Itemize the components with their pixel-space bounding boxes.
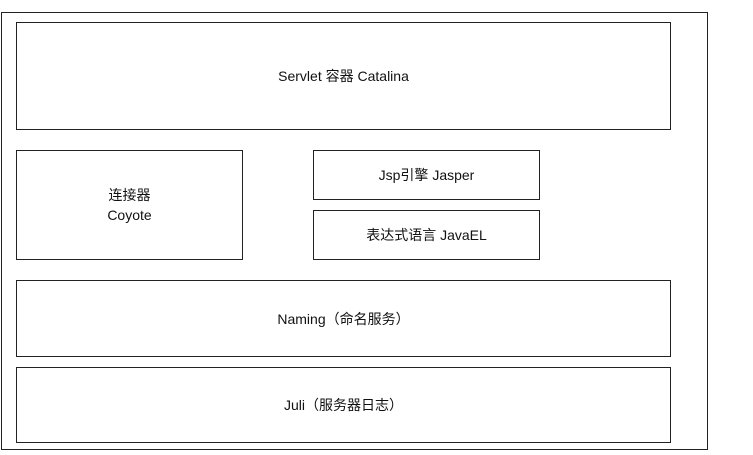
javael-label: 表达式语言 JavaEL xyxy=(366,227,487,243)
diagram-frame xyxy=(1,12,708,450)
javael-box: 表达式语言 JavaEL xyxy=(313,210,540,260)
jasper-label: Jsp引擎 Jasper xyxy=(378,167,475,183)
catalina-box: Servlet 容器 Catalina xyxy=(16,22,671,130)
naming-label: Naming（命名服务） xyxy=(277,310,410,327)
juli-label: Juli（服务器日志） xyxy=(283,397,403,413)
catalina-label: Servlet 容器 Catalina xyxy=(278,68,409,84)
naming-box: Naming（命名服务） xyxy=(16,280,671,357)
coyote-label-stack: 连接器 Coyote xyxy=(107,185,151,225)
jasper-box: Jsp引擎 Jasper xyxy=(313,150,540,200)
coyote-label-line1: 连接器 xyxy=(108,187,151,203)
juli-box: Juli（服务器日志） xyxy=(16,367,671,443)
coyote-box: 连接器 Coyote xyxy=(16,150,243,260)
coyote-label-line2: Coyote xyxy=(107,207,152,223)
